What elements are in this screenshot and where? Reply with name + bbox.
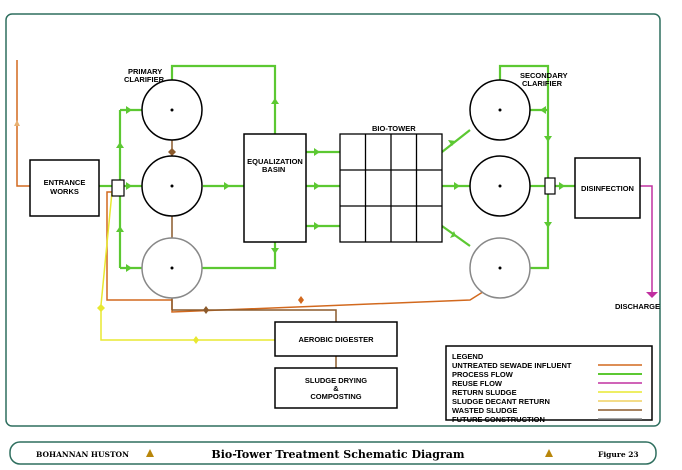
discharge-label: DISCHARGE xyxy=(615,302,660,311)
discharge-arrow xyxy=(646,292,658,298)
secondary-clarifiers xyxy=(469,79,531,299)
legend-item-label: FUTURE CONSTRUCTION xyxy=(452,415,545,424)
primary-clarifiers xyxy=(141,79,203,299)
splitter-box-right xyxy=(544,177,556,195)
splitter-box-left xyxy=(111,179,125,197)
return-sludge-marker xyxy=(97,304,105,312)
footer-bar xyxy=(9,441,657,465)
footer-title: Bio-Tower Treatment Schematic Diagram xyxy=(211,448,464,461)
equalization-basin-box xyxy=(243,133,307,243)
legend-item-label: SLUDGE DECANT RETURN xyxy=(452,397,550,406)
legend-item-label: WASTED SLUDGE xyxy=(452,406,517,415)
disinfection-label: DISINFECTION xyxy=(581,184,634,193)
equalization-label-1: EQUALIZATION xyxy=(247,157,303,166)
entrance-works-label-1: ENTRANCE xyxy=(44,178,86,187)
disinfection-box xyxy=(574,157,641,219)
bio-tower-grid xyxy=(339,133,443,243)
sludge-drying-label-1: SLUDGE DRYING xyxy=(305,376,367,385)
aerobic-digester-label: AEROBIC DIGESTER xyxy=(298,335,374,344)
legend-item-label: UNTREATED SEWADE INFLUENT xyxy=(452,361,572,370)
wasted-sludge-marker xyxy=(168,148,176,156)
sludge-drying-label-3: COMPOSTING xyxy=(310,392,361,401)
legend-item-label: RETURN SLUDGE xyxy=(452,388,517,397)
legend: LEGEND UNTREATED SEWADE INFLUENT PROCESS… xyxy=(445,345,653,424)
influent-marker xyxy=(14,120,20,126)
primary-clarifier-label-2: CLARIFIER xyxy=(124,75,165,84)
bio-tower-label: BIO-TOWER xyxy=(372,124,416,133)
footer-triangle-right xyxy=(545,449,553,457)
wasted-sludge-marker-2 xyxy=(203,306,209,314)
legend-item-label: PROCESS FLOW xyxy=(452,370,514,379)
secondary-clarifier-label-2: CLARIFIER xyxy=(522,79,563,88)
entrance-works-label-2: WORKS xyxy=(50,187,79,196)
aerobic-digester-box xyxy=(274,321,398,357)
equalization-label-2: BASIN xyxy=(262,165,285,174)
secondary-clarifier-label-1: SECONDARY xyxy=(520,71,568,80)
legend-item-label: REUSE FLOW xyxy=(452,379,503,388)
footer-company: BOHANNAN HUSTON xyxy=(36,450,129,459)
primary-clarifier-label-1: PRIMARY xyxy=(128,67,162,76)
reuse-flow-line xyxy=(640,185,653,292)
influent-diamond xyxy=(298,296,304,304)
decant-marker xyxy=(193,336,199,344)
sludge-drying-label-2: & xyxy=(333,384,339,393)
sludge-drying-box xyxy=(274,367,398,409)
process-flow-markers xyxy=(116,98,565,272)
footer-figure: Figure 23 xyxy=(598,450,639,459)
footer-triangle-left xyxy=(146,449,154,457)
entrance-works-box xyxy=(29,159,100,217)
legend-title: LEGEND xyxy=(452,352,484,361)
